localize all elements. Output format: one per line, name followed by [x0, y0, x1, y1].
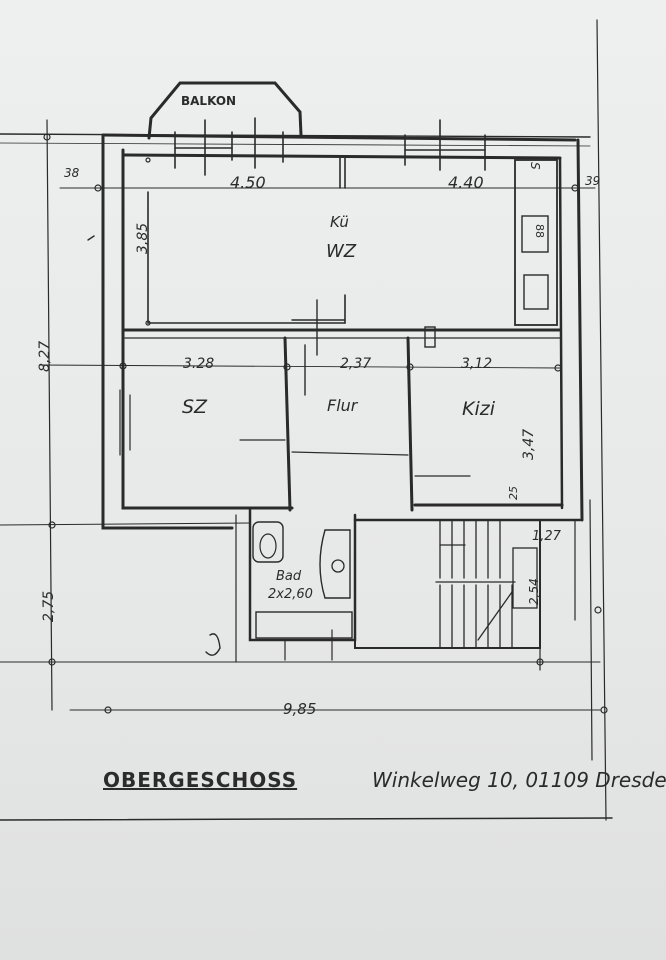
inner-wall-right [558, 156, 564, 510]
mid-dimension-line [0, 522, 251, 526]
address-label: Winkelweg 10, 01109 Dresde [372, 768, 666, 792]
outer-wall-top [101, 133, 577, 142]
dim-lower-height: 2,75 [41, 590, 57, 622]
sink-label: S [528, 162, 542, 170]
left-dimension-line [46, 119, 53, 711]
outer-wall-left [101, 133, 234, 530]
room-label-bedroom: SZ [182, 396, 208, 418]
stove [521, 215, 549, 253]
sheet-bottom-border [0, 817, 613, 821]
room-label-kitchen: Kü [330, 213, 349, 231]
scribble-mark [205, 633, 221, 656]
stair-landing [512, 547, 538, 609]
dim-stair-depth: 2,54 [527, 578, 541, 605]
room-label-hall: Flur [327, 396, 358, 415]
dim-top-right: 4.40 [448, 173, 484, 192]
dim-sz-width: 3.28 [183, 356, 215, 372]
bathtub [255, 611, 353, 639]
room-label-kids: Kizi [462, 398, 495, 420]
outer-wall-right [576, 138, 584, 522]
dim-left-margin: 38 [64, 166, 80, 180]
wall-flur-kizi [406, 336, 414, 512]
top-window-marks [174, 117, 486, 189]
stove-label: 88 [533, 224, 546, 238]
balcony-outline [147, 81, 303, 140]
dim-right-margin: 39 [585, 174, 601, 188]
dim-wall: 25 [507, 486, 520, 500]
dim-hall-width: 2,37 [340, 356, 372, 372]
kitchen-counter [514, 159, 558, 326]
dim-stair-width: 1,27 [532, 529, 561, 544]
vertical-dimension-markers [119, 389, 593, 761]
room-label-bath: Bad [276, 569, 302, 584]
dimension-ticks [43, 133, 608, 714]
top-dimension-line [0, 133, 591, 138]
dim-total-width: 9,85 [283, 700, 317, 718]
room-width-dimension-line [39, 364, 561, 369]
floor-title: OBERGESCHOSS [103, 768, 298, 792]
dim-living-depth: 3,85 [135, 222, 151, 254]
toilet [252, 521, 284, 563]
balcony-label: BALKON [181, 94, 237, 108]
stair-treads [435, 519, 516, 649]
door-marks [291, 299, 436, 396]
dim-top-left: 4.50 [230, 173, 266, 192]
living-room-inner-wall [147, 191, 346, 324]
flur-line [291, 451, 409, 456]
kitchen-cabinet [523, 274, 549, 310]
shower [319, 529, 351, 599]
room-label-living: WZ [326, 241, 357, 262]
inner-wall-left [121, 148, 294, 510]
top-dimension-line-2 [0, 142, 591, 147]
dim-total-height: 8,27 [37, 340, 53, 372]
inner-wall-top [121, 153, 562, 160]
dim-kizi-depth: 3,47 [521, 428, 537, 460]
scribble-tick [87, 235, 95, 241]
toilet-bowl [259, 533, 277, 559]
dim-kizi-width: 3,12 [461, 356, 493, 372]
sheet-right-border [596, 19, 607, 821]
shower-drain [331, 559, 345, 573]
bath-size-label: 2x2,60 [268, 587, 313, 602]
